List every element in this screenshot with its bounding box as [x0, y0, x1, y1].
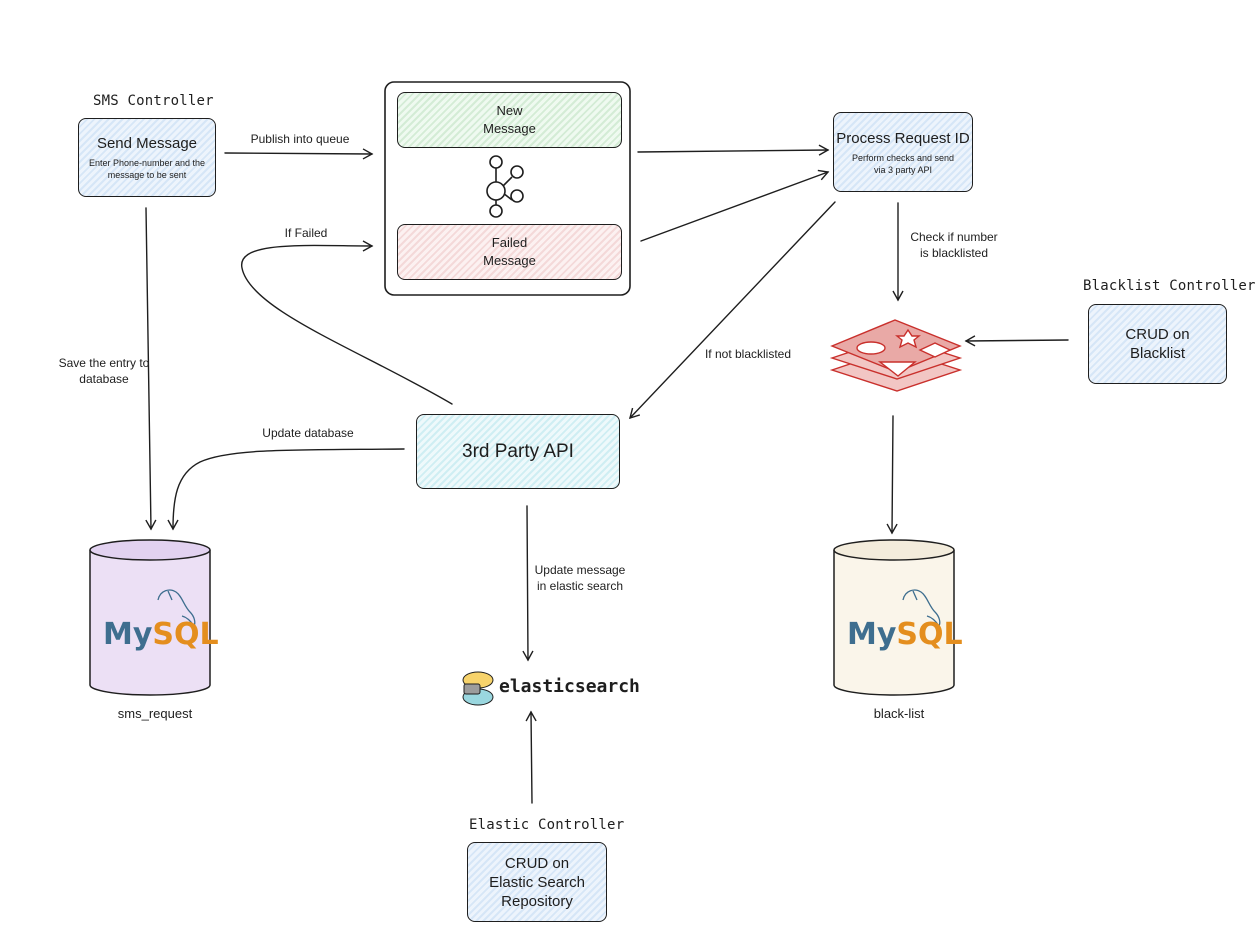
arrow-elastic-controller [525, 710, 537, 804]
edge-label-save-entry: Save the entry to database [58, 356, 150, 386]
arrow-controller-to-redis [964, 335, 1069, 347]
kafka-icon [486, 155, 524, 218]
new-message-box[interactable]: New Message [397, 92, 622, 148]
edge-label-update-elastic: Update message in elastic search [534, 563, 626, 593]
edge-label-update-database: Update database [262, 426, 354, 440]
process-request-subtitle: Perform checks and send via 3 party API [851, 152, 955, 175]
sms-controller-header: SMS Controller [93, 93, 214, 109]
black-list-mysql-logo: MySQL [847, 617, 963, 652]
crud-elastic-title: CRUD on Elastic Search Repository [489, 854, 585, 910]
arrow-publish [224, 148, 374, 160]
arrow-update-elastic [522, 505, 534, 662]
send-message-box[interactable]: Send Message Enter Phone-number and the … [78, 118, 216, 197]
send-message-subtitle: Enter Phone-number and the message to be… [88, 158, 206, 180]
crud-blacklist-title: CRUD on Blacklist [1125, 326, 1190, 362]
edge-label-if-failed: If Failed [284, 226, 328, 240]
arrow-failed-to-process [640, 169, 830, 242]
arrow-if-failed [241, 240, 453, 405]
arrow-queue-to-process [637, 144, 830, 156]
black-list-caption: black-list [873, 706, 925, 721]
crud-blacklist-box[interactable]: CRUD on Blacklist [1088, 304, 1227, 384]
elasticsearch-label: elasticsearch [499, 676, 640, 697]
edge-label-publish: Publish into queue [250, 132, 350, 146]
process-request-title: Process Request ID [836, 129, 970, 147]
arrow-save-entry [145, 207, 157, 531]
blacklist-controller-header: Blacklist Controller [1083, 278, 1256, 294]
third-party-api-box[interactable]: 3rd Party API [416, 414, 620, 489]
edge-label-check-blacklist: Check if number is blacklisted [910, 230, 998, 260]
elastic-controller-header: Elastic Controller [469, 817, 625, 833]
arrow-update-database [167, 448, 405, 531]
failed-message-box[interactable]: Failed Message [397, 224, 622, 280]
black-list-cylinder [833, 539, 955, 696]
process-request-box[interactable]: Process Request ID Perform checks and se… [833, 112, 973, 192]
new-message-label: New Message [483, 103, 536, 136]
send-message-title: Send Message [96, 135, 198, 152]
sms-request-cylinder [89, 539, 211, 696]
redis-icon [829, 319, 963, 392]
crud-elastic-box[interactable]: CRUD on Elastic Search Repository [467, 842, 607, 922]
third-party-api-title: 3rd Party API [462, 441, 574, 462]
sms-request-mysql-logo: MySQL [103, 617, 219, 652]
edge-label-if-not-blacklisted: If not blacklisted [704, 347, 792, 361]
arrow-process-to-api [629, 201, 836, 420]
elasticsearch-logo-icon [462, 671, 494, 706]
failed-message-label: Failed Message [483, 235, 536, 268]
sms-request-caption: sms_request [117, 706, 193, 721]
arrow-redis-to-blacklist-db [886, 415, 898, 535]
mysql-dolphin-icon-right [902, 589, 941, 628]
mysql-dolphin-icon-left [157, 589, 196, 628]
